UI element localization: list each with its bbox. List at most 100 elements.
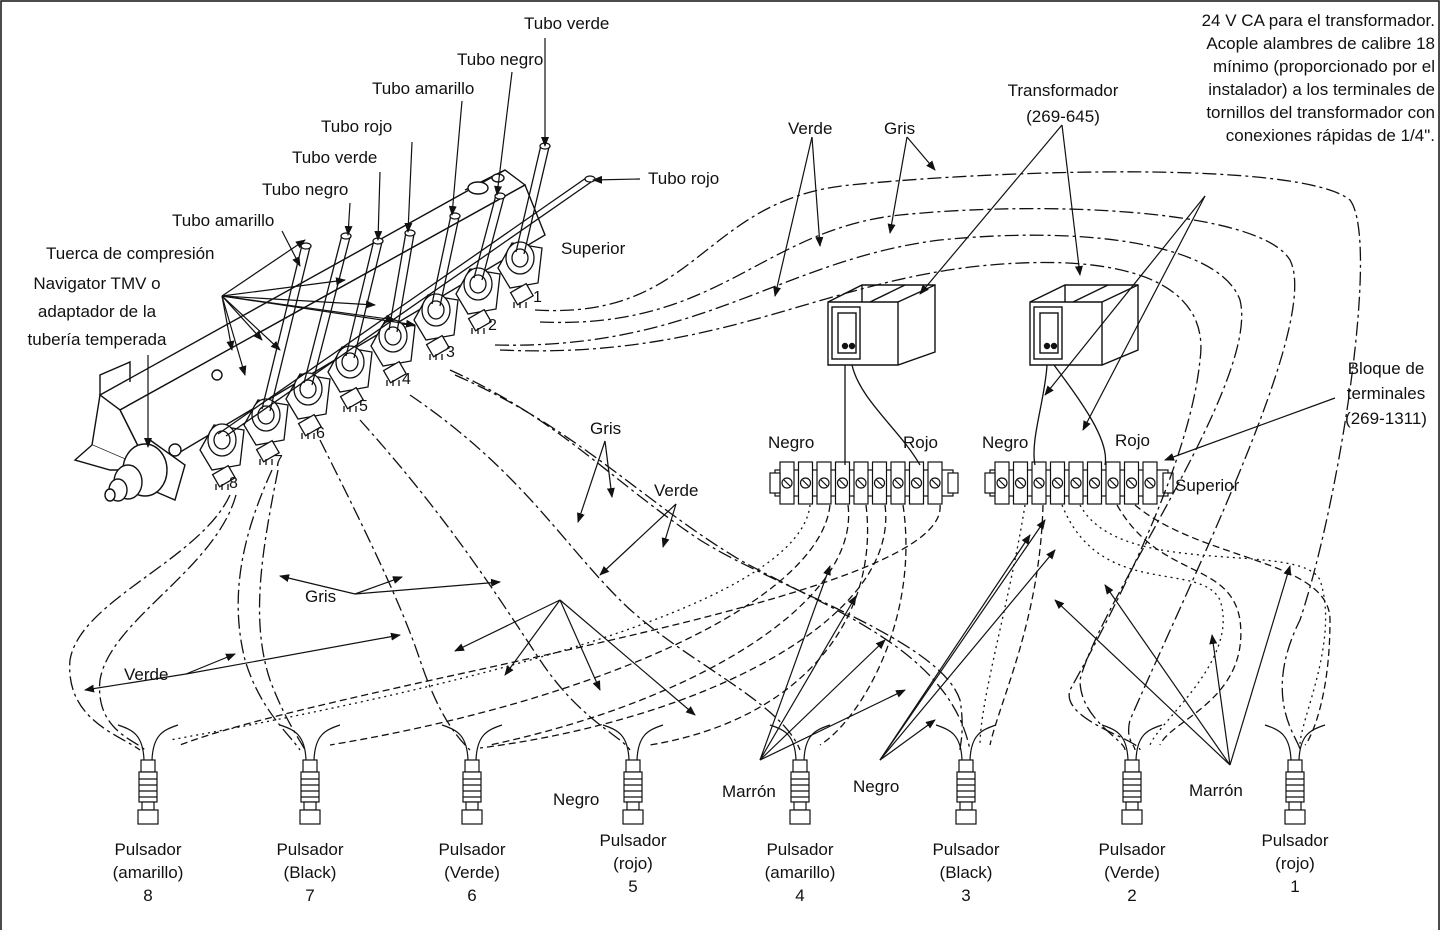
arrow-marron-1-3 (759, 639, 886, 761)
arrow-verde-left-1 (185, 653, 236, 675)
arrow-marron-1-2 (759, 595, 857, 761)
wire-4 (409, 394, 801, 751)
wires (69, 171, 1362, 751)
arrow-negro-2 (504, 599, 561, 676)
wire-7b (258, 469, 306, 751)
pushbutton-line2-7: (Black) (283, 863, 337, 882)
pushbutton-line2-5: (rojo) (613, 854, 653, 873)
arrow-tubo-verde-mid (374, 171, 383, 241)
pushbutton-num-6: 6 (467, 886, 477, 905)
transformer-label-2: (269-645) (1026, 107, 1100, 126)
wire-gray-2 (494, 234, 1243, 751)
arrow-tubo-amarillo-low (281, 230, 301, 267)
wire-brown-3 (979, 504, 1026, 746)
pushbutton-num-2: 2 (1127, 886, 1137, 905)
wire-black-3 (649, 504, 869, 746)
wire-red-2 (819, 504, 907, 746)
pushbutton-num-7: 7 (305, 886, 315, 905)
label-verde-mid: Verde (654, 481, 699, 500)
arrow-marron-2-3 (1104, 584, 1231, 766)
valve-6 (285, 372, 331, 439)
valve-number-4: 4 (402, 371, 411, 388)
arrow-negro-3 (559, 599, 601, 691)
wire-black-1 (329, 504, 831, 746)
arrow-negro-2-2 (879, 519, 1046, 761)
pushbutton-num-4: 4 (795, 886, 805, 905)
wire-black-2 (489, 504, 850, 746)
pushbutton-3 (935, 724, 997, 825)
wire-3 (449, 369, 963, 751)
wire-brown-2 (179, 504, 941, 746)
terminal-block-label-3: (269-1311) (1345, 409, 1427, 428)
arrow-negro-2-4 (879, 719, 936, 761)
pushbutton-7 (279, 724, 341, 825)
leader-arrows (84, 38, 1336, 766)
pushbutton-line1-1: Pulsador (1261, 831, 1329, 850)
arrow-compression-nut-0 (221, 239, 306, 297)
manifold (73, 169, 546, 472)
label-tubo-rojo-right: Tubo rojo (648, 169, 720, 188)
terminal-block-label-1: Bloque de (1347, 359, 1425, 378)
label-tubo-verde-mid: Tubo verde (292, 148, 378, 167)
arrow-verde-left-2 (84, 673, 187, 693)
valve-number-5: 5 (359, 398, 368, 415)
arrow-negro-2-1 (879, 534, 1031, 761)
label-negro-bottom-2: Negro (853, 777, 900, 796)
pushbutton-6 (441, 724, 503, 825)
label-marron-bottom-1: Marrón (722, 782, 776, 801)
pushbutton-line1-8: Pulsador (114, 840, 182, 859)
label-negro-bottom-1: Negro (553, 790, 600, 809)
terminal-block-label-2: terminales (1346, 384, 1426, 403)
arrow-gris-mid-2 (604, 440, 615, 498)
valve-5 (327, 345, 373, 412)
label-verde-top: Verde (788, 119, 833, 138)
arrow-gris-left-2 (354, 576, 403, 595)
transformer-left (827, 284, 936, 366)
label-rojo-block-right: Rojo (1115, 431, 1150, 450)
label-superior-manifold: Superior (561, 239, 626, 258)
wire-red-4 (1134, 504, 1331, 746)
valve-number-3: 3 (446, 344, 455, 361)
pushbutton-line1-2: Pulsador (1098, 840, 1166, 859)
label-tubo-verde-top: Tubo verde (524, 14, 610, 33)
wire-black-4 (989, 504, 1044, 746)
solenoid-valves (199, 241, 543, 490)
label-tubo-negro-top: Tubo negro (457, 50, 544, 69)
pushbuttons (117, 724, 1326, 825)
arrow-marron-2-1 (1229, 565, 1292, 766)
pushbutton-line2-4: (amarillo) (764, 863, 836, 882)
arrow-gris-left-1 (279, 574, 356, 595)
wire-xfmr-left-2 (851, 364, 921, 466)
power-note: 24 V CA para el transformador. Acople al… (1202, 9, 1435, 147)
arrow-gris-top-2 (887, 136, 908, 234)
arrow-gris-top-1 (906, 136, 936, 171)
wire-brown-4 (1061, 504, 1224, 746)
arrow-tubo-rojo-mid (404, 141, 413, 233)
adapter-line-3: tubería temperada (27, 330, 167, 349)
wire-8 (69, 494, 231, 751)
arrow-power-1 (1044, 195, 1206, 396)
valve-4 (370, 319, 416, 386)
pushbutton-line1-5: Pulsador (599, 831, 667, 850)
label-superior-block: Superior (1175, 476, 1240, 495)
label-verde-left: Verde (124, 665, 169, 684)
pushbutton-5 (602, 724, 664, 825)
arrow-marron-2-4 (1054, 599, 1231, 766)
pushbutton-label-3: Pulsador(Black)3 (932, 838, 999, 907)
wire-green-2 (499, 261, 1202, 751)
pushbutton-label-1: Pulsador(rojo)1 (1261, 829, 1328, 898)
tmv-adapter (104, 438, 186, 502)
pushbutton-num-3: 3 (961, 886, 971, 905)
label-rojo-block-left: Rojo (903, 433, 938, 452)
arrow-gris-mid-1 (577, 440, 606, 523)
transformer-label-1: Transformador (1007, 81, 1119, 100)
label-tubo-negro-mid: Tubo negro (262, 180, 349, 199)
arrow-compression-nut-6 (221, 295, 235, 351)
valve-7 (243, 398, 289, 465)
arrow-terminal-block (1164, 397, 1336, 461)
arrow-tubo-rojo-right (592, 175, 641, 184)
pushbutton-line2-8: (amarillo) (112, 863, 184, 882)
wire-7 (237, 469, 301, 751)
arrow-tubo-negro-mid (344, 202, 353, 236)
